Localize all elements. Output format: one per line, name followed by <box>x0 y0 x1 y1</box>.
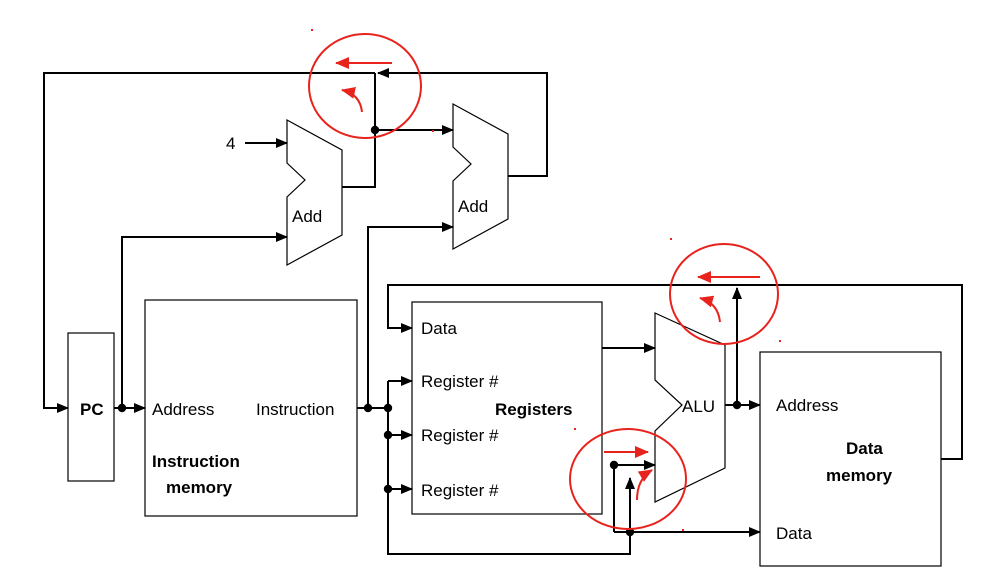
wire-branch-out <box>377 68 548 177</box>
dmem-address-label: Address <box>776 396 838 415</box>
dmem-title-line2: memory <box>826 466 893 485</box>
annotation-curve-right <box>699 295 721 323</box>
dmem-title-line1: Data <box>846 439 883 458</box>
reg-register-label-2: Register # <box>421 426 499 445</box>
annotation-curve-top <box>341 86 363 113</box>
imem-title-line1: Instruction <box>152 452 240 471</box>
annotation-circle-bottom <box>569 428 687 530</box>
annotation-circle-right <box>669 243 779 345</box>
reg-register-label-1: Register # <box>421 372 499 391</box>
data-memory-box <box>759 351 942 567</box>
adder-pc-label: Add <box>292 207 322 226</box>
junction-dots <box>117 125 742 537</box>
imem-instruction-label: Instruction <box>256 400 334 419</box>
annotation-circle-top <box>308 33 422 139</box>
pc-box <box>67 332 115 482</box>
registers-title: Registers <box>495 400 572 419</box>
imem-title-line2: memory <box>166 478 233 497</box>
wire-instr-bottom <box>387 477 635 555</box>
const-4-label: 4 <box>226 134 235 153</box>
instruction-memory-box <box>144 299 358 517</box>
dmem-data-label: Data <box>776 524 812 543</box>
adder-branch <box>452 102 509 251</box>
wire-adder-out <box>342 130 376 188</box>
pc-label: PC <box>80 400 104 419</box>
wire-top-to-pc <box>43 72 375 413</box>
red-annotations <box>308 29 781 531</box>
imem-address-label: Address <box>152 400 214 419</box>
annotation-curve-bottom <box>636 469 653 501</box>
reg-register-label-3: Register # <box>421 481 499 500</box>
reg-data-label: Data <box>421 319 457 338</box>
wire-instr-to-branch <box>367 222 454 408</box>
wire-dmem-to-regdata <box>387 284 963 460</box>
alu-label: ALU <box>682 397 715 416</box>
adder-pc <box>286 118 343 267</box>
wire-pc-to-adder <box>121 232 288 408</box>
adder-branch-label: Add <box>458 197 488 216</box>
